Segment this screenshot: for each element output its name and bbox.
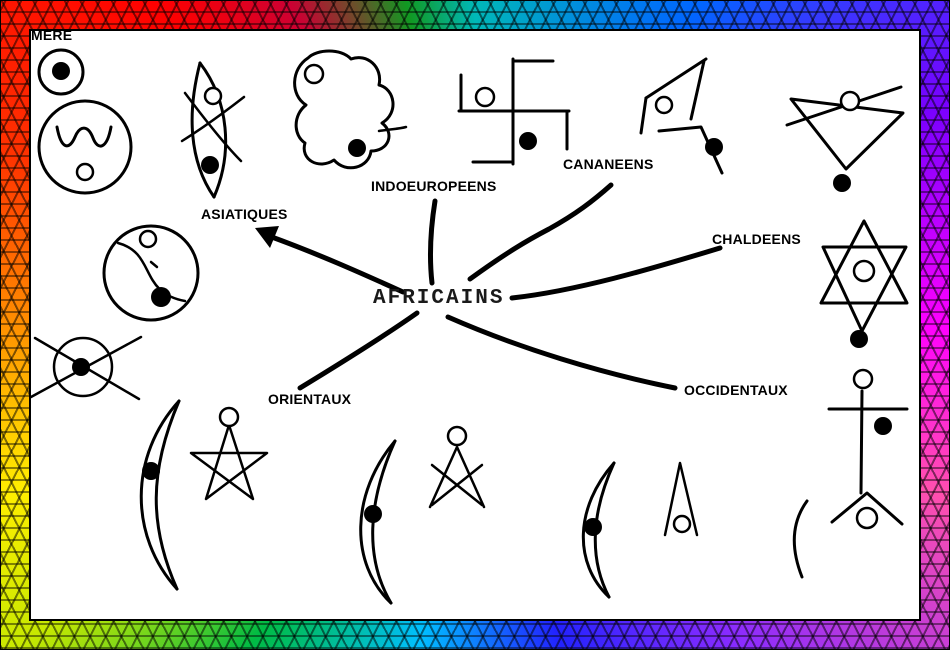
branch-label-asiatiques: ASIATIQUES bbox=[201, 206, 288, 222]
corner-label-mere: MERE bbox=[31, 27, 73, 43]
drawing-canvas bbox=[29, 29, 921, 621]
branch-label-indoeuropeens: INDOEUROPEENS bbox=[371, 178, 497, 194]
branch-label-cananeens: CANANEENS bbox=[563, 156, 654, 172]
branch-label-orientaux: ORIENTAUX bbox=[268, 391, 352, 407]
branch-label-occidentaux: OCCIDENTAUX bbox=[684, 382, 788, 398]
branch-label-chaldeens: CHALDEENS bbox=[712, 231, 801, 247]
center-label-africains: AFRICAINS bbox=[373, 287, 505, 310]
